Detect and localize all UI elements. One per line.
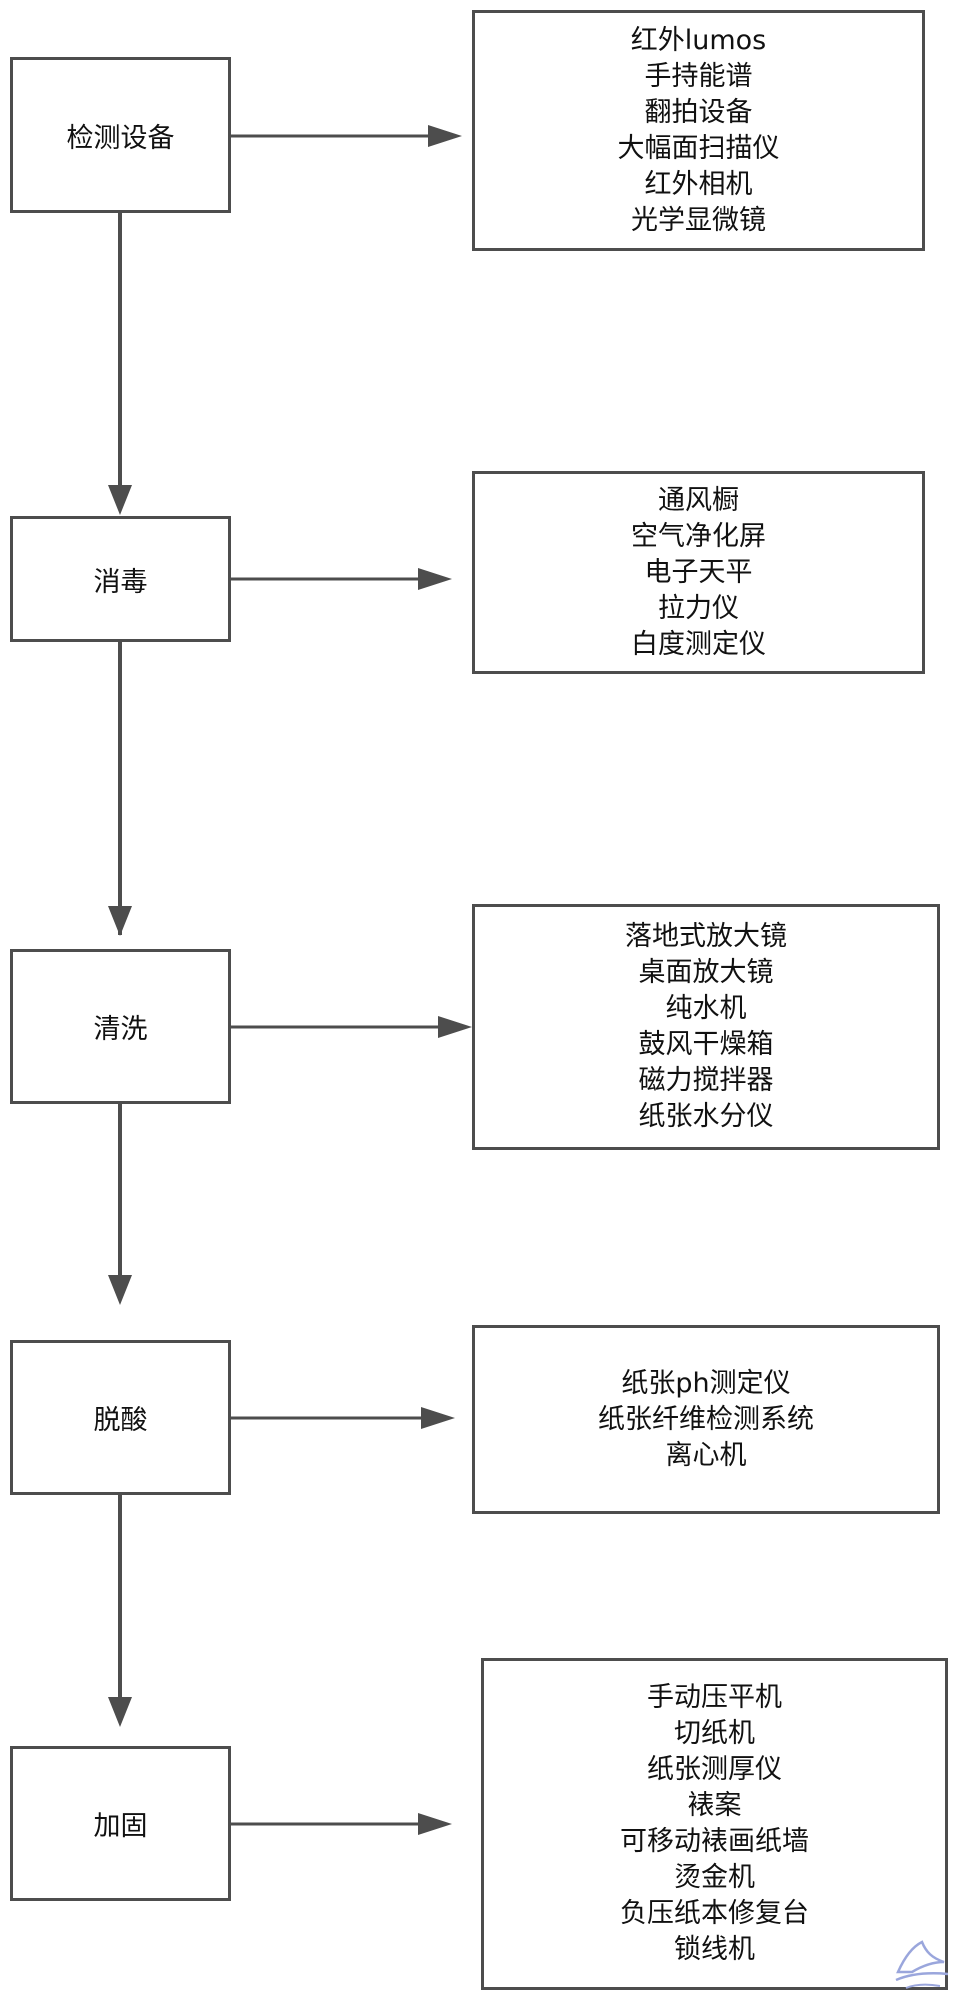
equipment-item: 纸张水分仪 <box>638 1101 774 1132</box>
equipment-item: 鼓风干燥箱 <box>638 1029 774 1060</box>
equipment-item: 落地式放大镜 <box>625 921 787 952</box>
equipment-item: 纸张测厚仪 <box>647 1754 782 1785</box>
step-label: 加固 <box>93 1811 148 1842</box>
equipment-item: 大幅面扫描仪 <box>617 132 780 164</box>
equipment-box-disinfection: 通风橱 空气净化屏 电子天平 拉力仪 白度测定仪 <box>472 471 925 674</box>
equipment-item: 裱案 <box>687 1790 742 1821</box>
equipment-item: 拉力仪 <box>658 592 739 624</box>
step-box-cleaning: 清洗 <box>10 949 231 1104</box>
equipment-item: 桌面放大镜 <box>638 957 774 988</box>
arrowhead-step2 <box>108 485 132 515</box>
equipment-item: 纸张ph测定仪 <box>621 1367 791 1399</box>
equipment-item: 负压纸本修复台 <box>620 1898 809 1929</box>
mountain-logo-icon <box>895 1940 949 1989</box>
equipment-item: 手持能谱 <box>644 60 753 92</box>
equipment-item: 白度测定仪 <box>631 628 766 660</box>
equipment-box-cleaning: 落地式放大镜 桌面放大镜 纯水机 鼓风干燥箱 磁力搅拌器 纸张水分仪 <box>472 904 940 1150</box>
step-label: 消毒 <box>93 566 148 598</box>
step-box-deacidification: 脱酸 <box>10 1340 231 1495</box>
equipment-item: 手动压平机 <box>647 1682 782 1713</box>
equipment-box-deacidification: 纸张ph测定仪 纸张纤维检测系统 离心机 <box>472 1325 940 1514</box>
step-label: 清洗 <box>93 1014 148 1045</box>
equipment-item: 离心机 <box>665 1439 747 1471</box>
equipment-item: 空气净化屏 <box>631 520 766 552</box>
equipment-item: 切纸机 <box>674 1718 755 1749</box>
arrowhead-equip4 <box>421 1407 455 1429</box>
arrowhead-step3 <box>108 906 132 936</box>
step-box-reinforcement: 加固 <box>10 1746 231 1901</box>
horizontal-arrows <box>231 125 472 1835</box>
equipment-item: 可移动裱画纸墙 <box>620 1826 809 1857</box>
arrowhead-equip3 <box>438 1016 472 1038</box>
step-label: 脱酸 <box>93 1405 148 1436</box>
equipment-item: 光学显微镜 <box>631 204 766 236</box>
arrowhead-step5 <box>108 1697 132 1727</box>
equipment-box-reinforcement: 手动压平机 切纸机 纸张测厚仪 裱案 可移动裱画纸墙 烫金机 负压纸本修复台 锁… <box>481 1658 948 1990</box>
equipment-item: 红外相机 <box>644 168 753 200</box>
equipment-item: 纸张纤维检测系统 <box>598 1403 814 1435</box>
step-box-disinfection: 消毒 <box>10 516 231 642</box>
equipment-item: 通风橱 <box>658 484 739 516</box>
step-box-detection: 检测设备 <box>10 57 231 213</box>
equipment-item: 红外lumos <box>630 24 767 56</box>
arrowhead-step4 <box>108 1275 132 1305</box>
equipment-item: 烫金机 <box>674 1862 755 1893</box>
step-label: 检测设备 <box>66 122 175 154</box>
arrowhead-equip2 <box>418 568 452 590</box>
vertical-arrows <box>108 213 132 1727</box>
equipment-item: 纯水机 <box>665 993 747 1024</box>
equipment-item: 翻拍设备 <box>644 96 753 128</box>
equipment-item: 锁线机 <box>674 1934 755 1965</box>
equipment-item: 电子天平 <box>644 556 753 588</box>
arrowhead-equip1 <box>428 125 462 147</box>
arrowhead-equip5 <box>418 1813 452 1835</box>
equipment-item: 磁力搅拌器 <box>638 1065 774 1096</box>
equipment-box-detection: 红外lumos 手持能谱 翻拍设备 大幅面扫描仪 红外相机 光学显微镜 <box>472 10 925 251</box>
